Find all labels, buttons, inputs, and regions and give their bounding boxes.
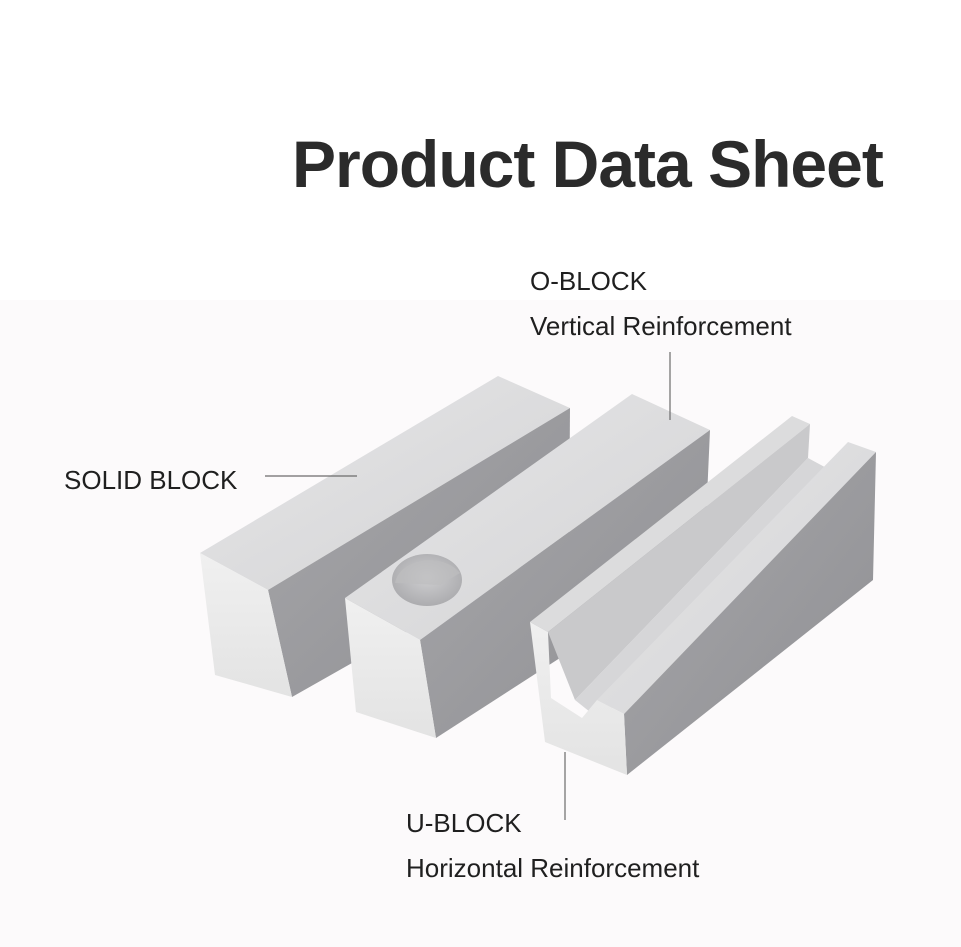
u-block (530, 416, 876, 775)
u-block-back-wall-top (530, 416, 810, 632)
solid-block-front (200, 553, 292, 697)
u-block-end-face (530, 622, 627, 775)
o-block-label: O-BLOCK (530, 266, 648, 296)
o-block-side (420, 430, 710, 738)
solid-block-label: SOLID BLOCK (64, 465, 238, 495)
o-block (345, 394, 710, 738)
u-block-label: U-BLOCK (406, 808, 522, 838)
u-block-front-wall-top (597, 442, 876, 714)
u-block-description: Horizontal Reinforcement (406, 853, 700, 883)
o-block-description: Vertical Reinforcement (530, 311, 792, 341)
u-block-side (624, 452, 876, 775)
o-block-front (345, 598, 436, 738)
solid-block-top (200, 376, 570, 590)
u-block-back-wall-inner (548, 424, 810, 700)
page-title: Product Data Sheet (292, 127, 884, 201)
o-block-hole-shade (395, 560, 460, 585)
